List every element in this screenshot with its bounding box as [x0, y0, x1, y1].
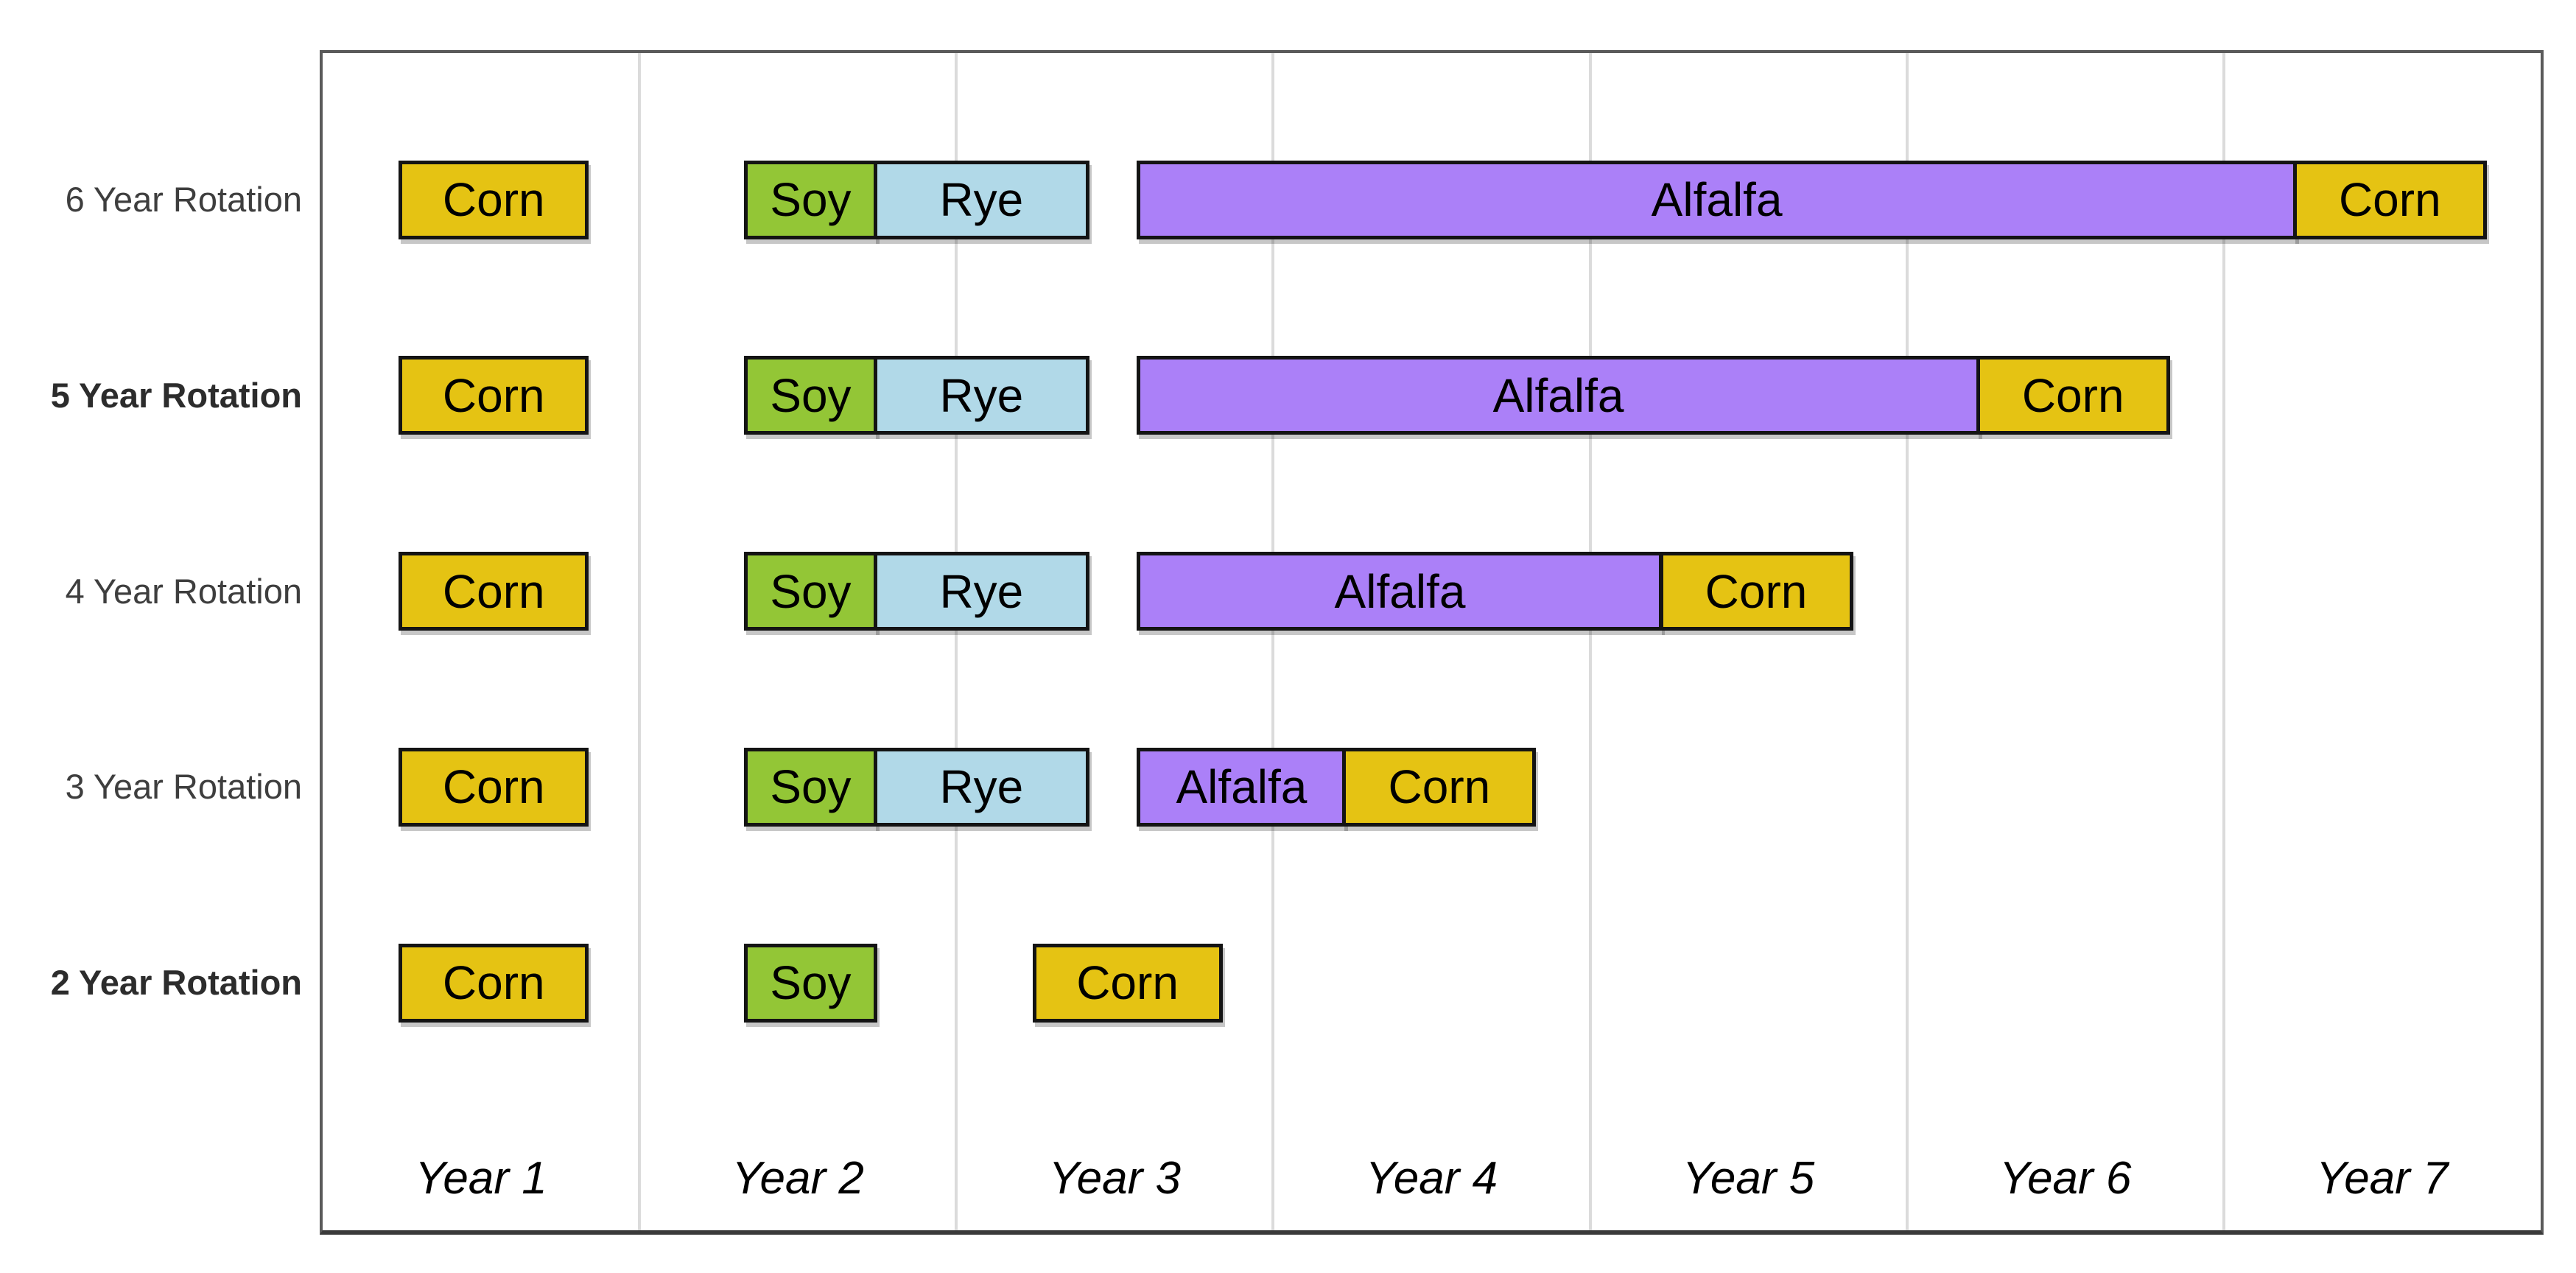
- row-label: 5 Year Rotation: [50, 375, 302, 415]
- bar-label: Corn: [1076, 956, 1179, 1010]
- bar-segment-corn: Corn: [399, 160, 589, 239]
- bar-label: Soy: [770, 760, 852, 814]
- bar-label: Corn: [1705, 564, 1808, 618]
- bar-label: Rye: [939, 368, 1024, 422]
- bar-label: Alfalfa: [1176, 760, 1308, 814]
- bar-label: Soy: [770, 173, 852, 226]
- bar-segment-soy: Soy: [744, 747, 877, 827]
- bar-label: Corn: [2021, 368, 2124, 422]
- bar-segment-corn: Corn: [399, 552, 589, 631]
- bar-label: Alfalfa: [1334, 564, 1466, 618]
- bar-segment-corn: Corn: [1659, 552, 1853, 631]
- bar-label: Alfalfa: [1651, 173, 1783, 226]
- bar-label: Soy: [770, 564, 852, 618]
- bar-label: Rye: [939, 760, 1024, 814]
- year-boundary-gridline: [1905, 53, 1909, 1230]
- bar-segment-rye: Rye: [873, 747, 1089, 827]
- bar-segment-soy: Soy: [744, 552, 877, 631]
- bar-label: Alfalfa: [1492, 368, 1624, 422]
- bar-segment-soy: Soy: [744, 943, 877, 1023]
- bar-label: Corn: [442, 368, 545, 422]
- row-label: 6 Year Rotation: [65, 180, 302, 219]
- x-axis-tick-label: Year 4: [1365, 1153, 1498, 1204]
- row-label: 4 Year Rotation: [65, 571, 302, 611]
- bar-segment-corn: Corn: [1342, 747, 1537, 827]
- x-axis-tick-label: Year 2: [731, 1153, 864, 1204]
- bar-segment-rye: Rye: [873, 356, 1089, 435]
- bar-segment-alfalfa: Alfalfa: [1137, 356, 1980, 435]
- bar-segment-rye: Rye: [873, 552, 1089, 631]
- bar-segment-soy: Soy: [744, 160, 877, 239]
- bar-label: Corn: [2338, 173, 2441, 226]
- year-boundary-gridline: [1588, 53, 1592, 1230]
- bar-segment-corn: Corn: [1032, 943, 1223, 1023]
- row-label: 3 Year Rotation: [65, 767, 302, 807]
- bar-segment-corn: Corn: [399, 747, 589, 827]
- bar-segment-soy: Soy: [744, 356, 877, 435]
- bar-label: Soy: [770, 956, 852, 1010]
- bar-segment-corn: Corn: [399, 356, 589, 435]
- bar-label: Corn: [442, 564, 545, 618]
- x-axis-tick-label: Year 1: [415, 1153, 547, 1204]
- x-axis-tick-label: Year 6: [1999, 1153, 2132, 1204]
- year-boundary-gridline: [638, 53, 642, 1230]
- bar-label: Rye: [939, 564, 1024, 618]
- bar-segment-alfalfa: Alfalfa: [1137, 747, 1347, 827]
- bar-label: Corn: [1388, 760, 1491, 814]
- year-boundary-gridline: [2222, 53, 2225, 1230]
- x-axis-tick-label: Year 7: [2316, 1153, 2449, 1204]
- plot-area: Year 1 Year 2 Year 3 Year 4 Year 5 Year 6 Year…: [320, 50, 2544, 1235]
- year-boundary-gridline: [1271, 53, 1275, 1230]
- bar-label: Corn: [442, 956, 545, 1010]
- bar-segment-corn: Corn: [2292, 160, 2487, 239]
- row-label: 2 Year Rotation: [50, 963, 302, 1003]
- bar-segment-rye: Rye: [873, 160, 1089, 239]
- x-axis-tick-label: Year 5: [1682, 1153, 1815, 1204]
- bar-segment-corn: Corn: [399, 943, 589, 1023]
- bar-label: Corn: [442, 173, 545, 226]
- bar-segment-alfalfa: Alfalfa: [1137, 552, 1663, 631]
- bar-segment-alfalfa: Alfalfa: [1137, 160, 2297, 239]
- x-axis-tick-label: Year 3: [1048, 1153, 1181, 1204]
- bar-label: Soy: [770, 368, 852, 422]
- bar-label: Rye: [939, 173, 1024, 226]
- bar-segment-corn: Corn: [1976, 356, 2170, 435]
- year-boundary-gridline: [955, 53, 958, 1230]
- bar-label: Corn: [442, 760, 545, 814]
